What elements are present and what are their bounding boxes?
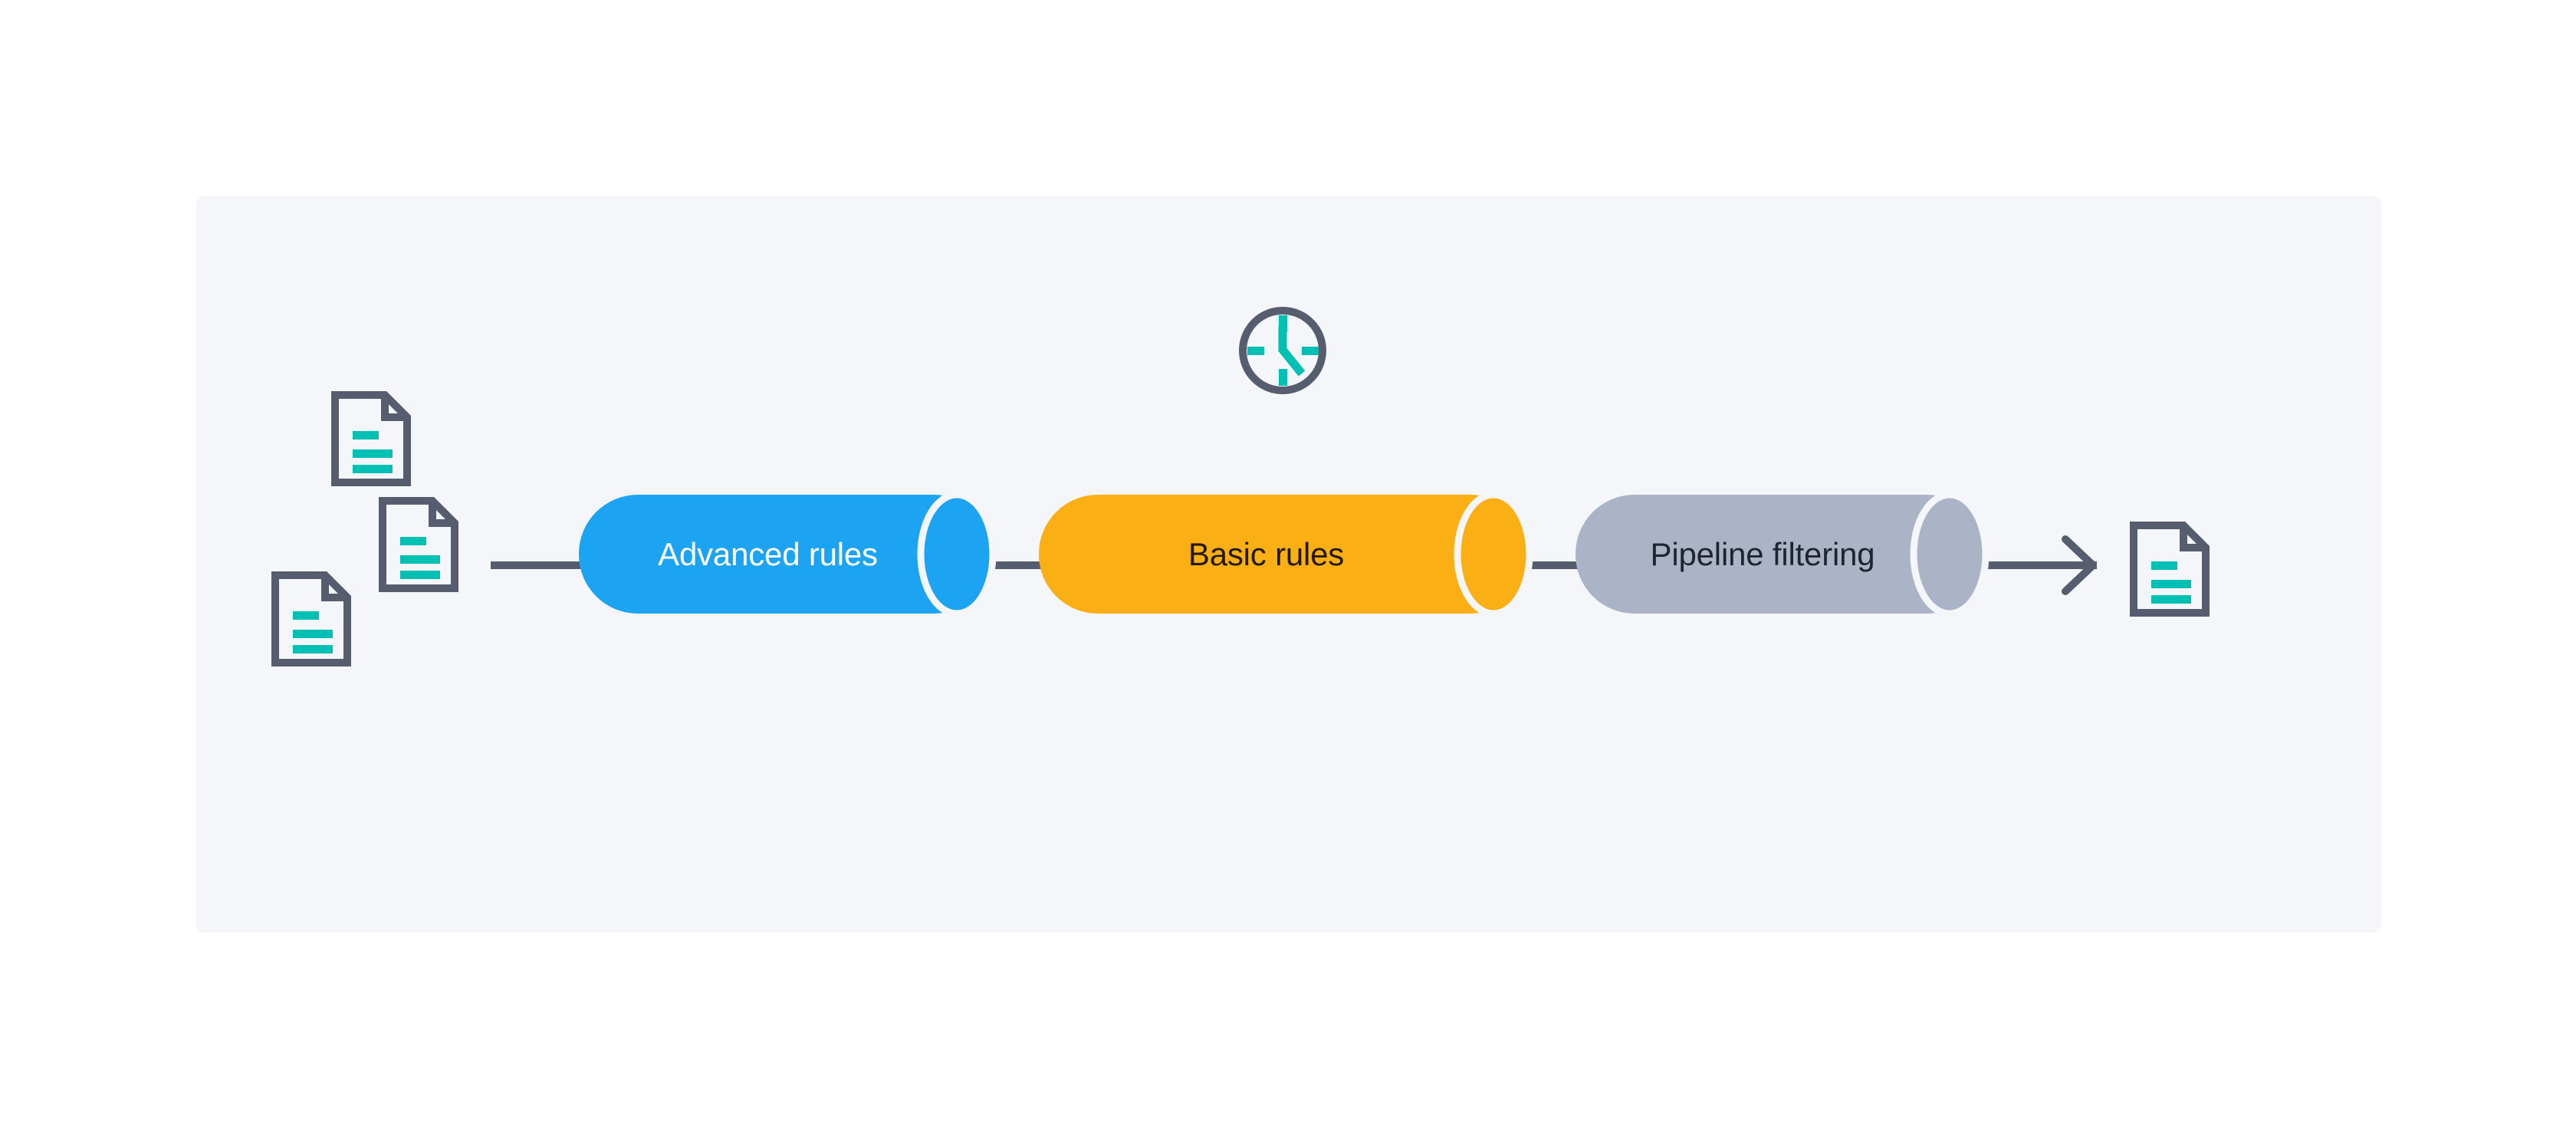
clock-tick-9 [1247, 347, 1264, 355]
clock-tick-12 [1279, 315, 1287, 332]
stage-advanced-rules-body [579, 495, 993, 614]
clock-tick-6 [1279, 369, 1287, 386]
input-document-2 [383, 501, 455, 588]
clock-tick-3 [1302, 347, 1319, 355]
input-document-1 [335, 395, 407, 482]
stage-pipeline-filtering[interactable] [1576, 491, 1990, 617]
stage-pipeline-filtering-body [1576, 495, 1986, 614]
clock-hour-hand [1279, 347, 1306, 377]
stage-advanced-rules-cap [917, 491, 997, 617]
stage-basic-rules[interactable] [1039, 491, 1533, 617]
clock-icon [1239, 307, 1326, 394]
stage-basic-rules-cap [1454, 491, 1533, 617]
input-documents-group [275, 395, 455, 663]
input-document-3 [275, 575, 347, 663]
stage-basic-rules-body [1039, 495, 1530, 614]
stage-advanced-rules[interactable] [579, 491, 997, 617]
output-document [2134, 525, 2206, 613]
stage-pipeline-filtering-cap [1910, 491, 1990, 617]
arrow-head-icon [2062, 535, 2097, 595]
